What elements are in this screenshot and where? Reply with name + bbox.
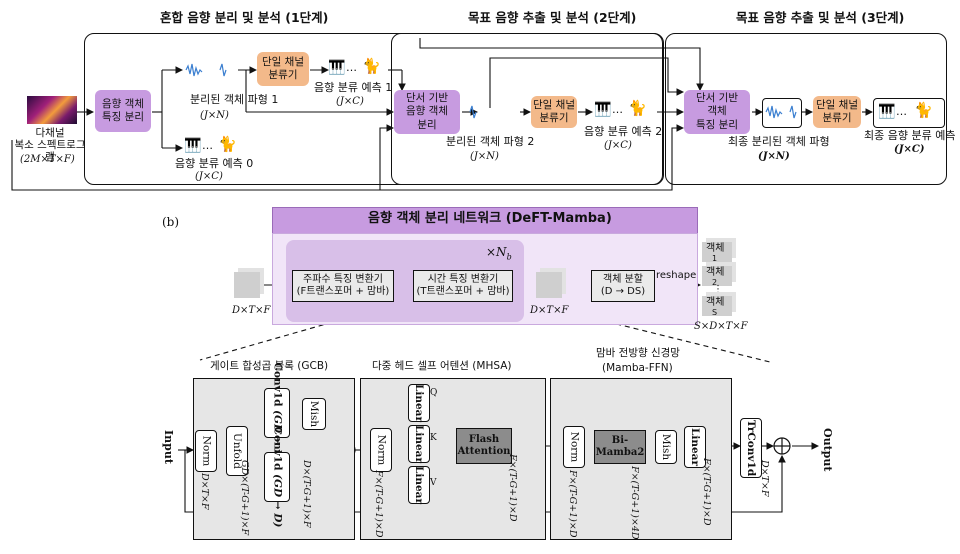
wave1-dim: (J×N) xyxy=(200,110,229,121)
bi-mamba2: Bi- Mamba2 xyxy=(594,430,646,464)
panel-label: (b) xyxy=(162,215,180,229)
ffn-title-1: 맘바 전방향 신경망 xyxy=(596,347,680,359)
q-label: Q xyxy=(430,388,438,398)
cue-separation-box-2: 단서 기반 음향 객체 분리 xyxy=(394,90,460,134)
cat-icon: 🐈 xyxy=(628,99,647,117)
time-transformer-block: 시간 특징 변환기 (T트랜스포머 + 맘바) xyxy=(413,270,513,302)
unfold: Unfold xyxy=(226,426,248,476)
final-wave-frame xyxy=(762,98,802,128)
separation-box: 음향 객체 특징 분리 xyxy=(95,90,151,132)
ellipsis-1: … xyxy=(346,61,357,74)
stage2-title: 목표 음향 추출 및 분석 (2단계) xyxy=(468,10,637,25)
pred1-label: 음향 분류 예측 1 xyxy=(314,81,393,94)
dim-f4: F×(T-G+1)×4D xyxy=(629,466,640,540)
stage1-title: 혼합 음향 분리 및 분석 (1단계) xyxy=(160,10,329,25)
cat-icon: 🐈 xyxy=(362,57,381,75)
output-tensor-cube xyxy=(536,272,562,298)
object-cube-2 xyxy=(702,266,732,286)
linear-k: Linear xyxy=(408,425,430,463)
pred2-label: 음향 분류 예측 2 xyxy=(584,125,663,138)
input-label: Input xyxy=(162,430,175,464)
norm-3: Norm xyxy=(563,426,585,468)
reshape-label: reshape xyxy=(656,270,697,281)
dim-dxtxf: D×T×F xyxy=(199,473,210,510)
wave1-label: 분리된 객체 파형 1 xyxy=(190,93,279,106)
pred0-dim: (J×C) xyxy=(195,171,223,182)
pred1-dim: (J×C) xyxy=(336,96,364,107)
flash-attention: Flash Attention xyxy=(456,428,512,464)
pred3-label: 최종 음향 분류 예측 xyxy=(864,129,956,142)
dim-out: D×T×F xyxy=(759,460,770,497)
classifier-box-1: 단일 채널 분류기 xyxy=(257,52,309,86)
obj-label-s: 객체 xyxy=(706,297,725,308)
cat-icon: 🐈 xyxy=(914,101,933,119)
conv1d-bottom: Conv1d (GD → D) xyxy=(264,427,290,527)
output-label: Output xyxy=(821,428,834,472)
gcb-title: 게이트 합성곱 블록 (GCB) xyxy=(210,360,329,372)
piano-icon: 🎹 xyxy=(878,104,896,120)
repeat-label: ×Nb xyxy=(486,245,512,262)
object-split-block: 객체 분할 (D → DS) xyxy=(591,270,655,302)
stage3-frame xyxy=(665,33,947,185)
freq-transformer-block: 주파수 특징 변환기 (F트랜스포머 + 맘바) xyxy=(292,270,394,302)
wave3-label: 최종 분리된 객체 파형 xyxy=(728,135,830,148)
mish-1: Mish xyxy=(302,398,326,430)
cue-separation-box-3: 단서 기반 객체 특징 분리 xyxy=(684,90,750,134)
dim-gd: GD×(T-G+1)×F xyxy=(239,460,250,536)
dim-f3: F×(T-G+1)×D xyxy=(567,470,578,538)
input-label: 다채널 복소 스펙트로그램 xyxy=(14,127,86,164)
stage1-frame xyxy=(84,33,664,185)
dim-f2: F×(T-G+1)×D xyxy=(507,454,518,522)
linear-ffn: Linear xyxy=(684,426,706,468)
ellipsis-2: … xyxy=(612,103,623,116)
wave2-dim: (J×N) xyxy=(470,151,499,162)
wave3-dim: (J×N) xyxy=(758,151,790,162)
pred0-label: 음향 분류 예측 0 xyxy=(175,157,254,170)
classifier-box-2: 단일 채널 분류기 xyxy=(531,96,577,128)
pred3-dim: (J×C) xyxy=(894,144,925,155)
obj-index-2: 2 xyxy=(712,278,718,287)
network-title: 음향 객체 분리 네트워크 (DeFT-Mamba) xyxy=(368,211,612,226)
object-cube-s xyxy=(702,296,732,316)
input-tensor-cube xyxy=(234,272,260,298)
norm-2: Norm xyxy=(370,428,392,472)
norm-1: Norm xyxy=(195,430,217,472)
stack-dim: S×D×T×F xyxy=(694,321,748,332)
obj-dots: ⋮ xyxy=(713,284,723,295)
mhsa-title: 다중 헤드 셀프 어텐션 (MHSA) xyxy=(372,360,512,372)
object-cube-1 xyxy=(702,242,732,262)
network-title-bar xyxy=(272,207,698,235)
v-label: V xyxy=(430,478,437,488)
piano-icon: 🎹 xyxy=(184,138,202,154)
ellipsis-3: … xyxy=(896,105,907,118)
piano-icon: 🎹 xyxy=(594,102,612,118)
spectrogram-icon xyxy=(27,96,77,124)
piano-icon: 🎹 xyxy=(328,60,346,76)
wave2-label: 분리된 객체 파형 2 xyxy=(446,135,535,148)
stage3-title: 목표 음향 추출 및 분석 (3단계) xyxy=(736,10,905,25)
mish-2: Mish xyxy=(655,430,677,464)
obj-label-2: 객체 xyxy=(706,267,725,278)
input-dim: (2M×T×F) xyxy=(20,154,75,165)
classifier-box-3: 단일 채널 분류기 xyxy=(813,96,861,128)
obj-label-1: 객체 xyxy=(706,243,725,254)
ellipsis-0: … xyxy=(202,139,213,152)
dim-d: D×(T-G+1)×F xyxy=(301,460,312,528)
out-dim: D×T×F xyxy=(530,305,569,316)
trconv1d: TrConv1d xyxy=(740,418,762,478)
obj-index-s: S xyxy=(712,308,718,317)
linear-q: Linear xyxy=(408,384,430,422)
k-label: K xyxy=(430,433,437,443)
dim-f1: F×(T-G+1)×D xyxy=(373,470,384,538)
dim-f5: F×(T-G+1)×D xyxy=(701,458,712,526)
ffn-title-2: (Mamba-FFN) xyxy=(602,362,673,374)
in-dim: D×T×F xyxy=(232,305,271,316)
final-pred-frame xyxy=(873,98,945,128)
stage2-frame xyxy=(391,33,663,185)
obj-index-1: 1 xyxy=(712,254,718,263)
pred2-dim: (J×C) xyxy=(604,140,632,151)
linear-v: Linear xyxy=(408,466,430,504)
cat-icon: 🐈 xyxy=(218,135,237,153)
conv1d-top: Conv1d (GD → D) xyxy=(264,363,290,463)
